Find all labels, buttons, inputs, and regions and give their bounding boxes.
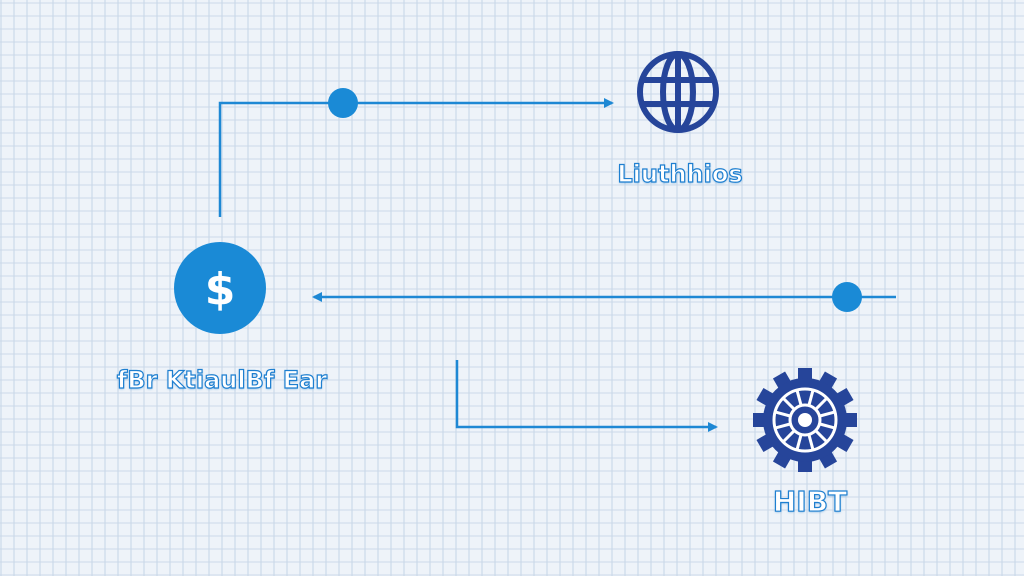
gear-spoke xyxy=(814,397,828,411)
dollar-icon: $ xyxy=(174,242,266,334)
gear-spokes xyxy=(774,389,836,451)
gear-spoke xyxy=(774,422,791,430)
connector-to-gear xyxy=(455,360,718,432)
connector-dot xyxy=(832,282,862,312)
gear-spoke xyxy=(819,422,836,430)
gear-spoke xyxy=(807,434,815,451)
gear-spoke xyxy=(814,429,828,443)
connector-dollar-to-globe xyxy=(218,98,614,217)
gear-spoke xyxy=(795,389,803,406)
gear-spoke xyxy=(782,397,796,411)
globe-icon xyxy=(637,51,719,133)
globe-label: Liuthhios xyxy=(617,159,743,188)
dollar-symbol: $ xyxy=(205,264,236,315)
gear-spoke xyxy=(795,434,803,451)
gear-spoke xyxy=(774,410,791,418)
gear-icon xyxy=(753,368,857,472)
dollar-label: fBr KtiaulBf Ear xyxy=(116,365,328,394)
gear-spoke xyxy=(782,429,796,443)
gear-spoke xyxy=(819,410,836,418)
connector-dot xyxy=(328,88,358,118)
gear-label: HIBT xyxy=(772,484,848,518)
gear-spoke xyxy=(807,389,815,406)
